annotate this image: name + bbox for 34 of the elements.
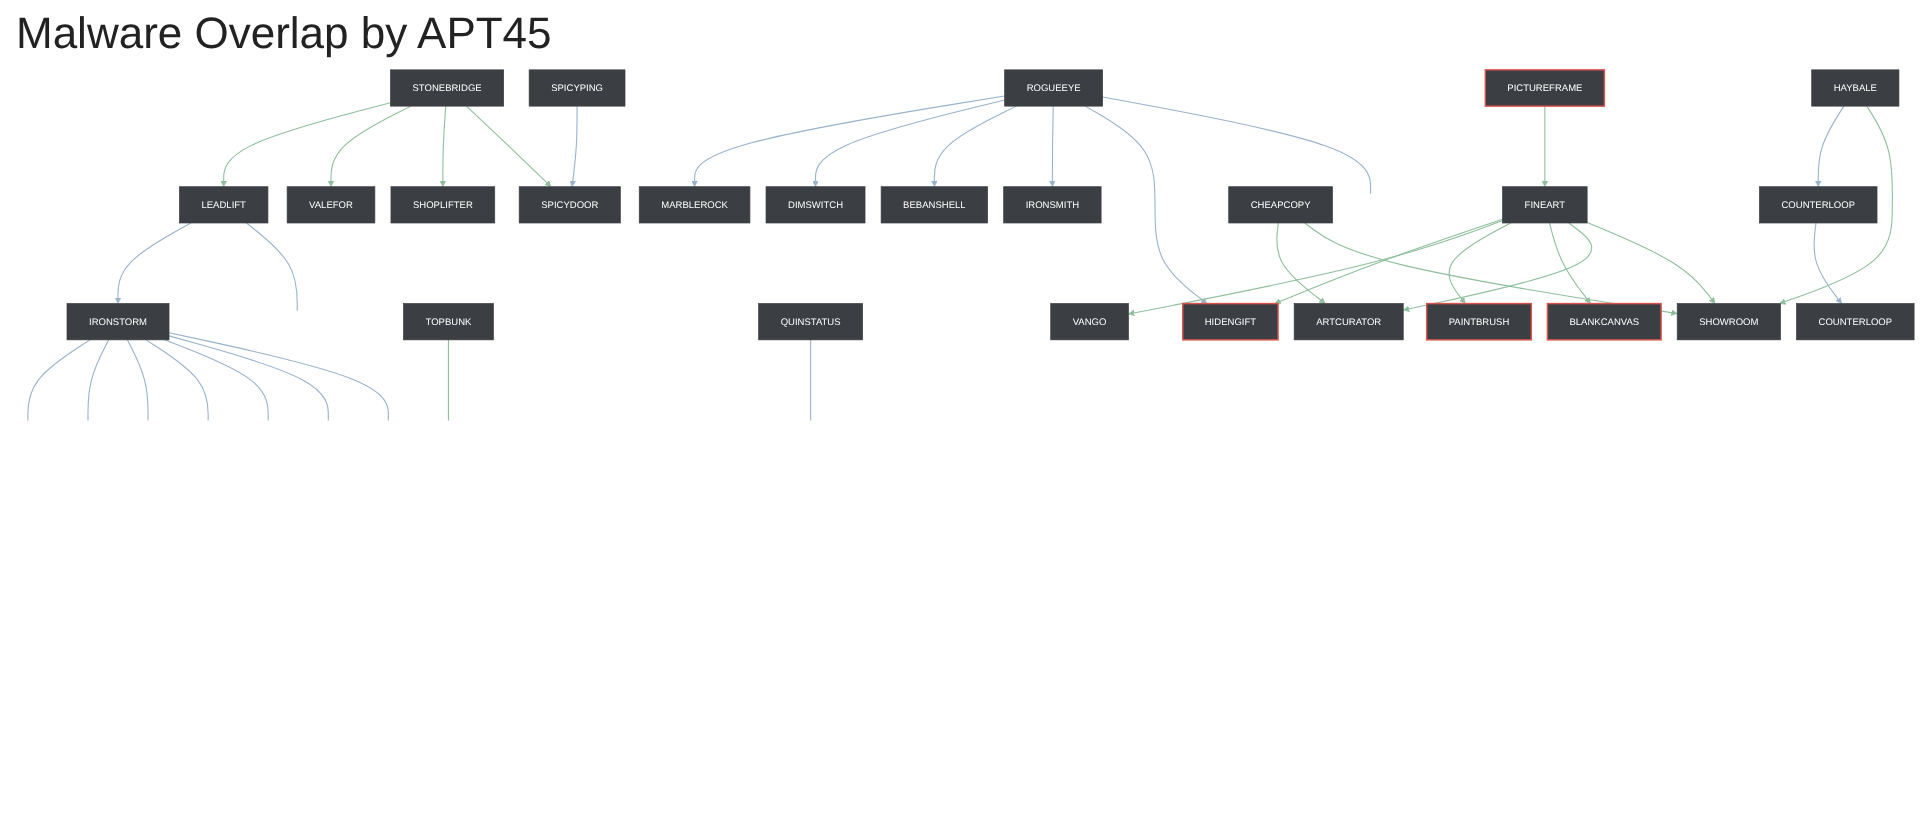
arrow [1541,105,1549,187]
arrow [812,99,1006,187]
arrow [1128,220,1504,317]
connector-line [87,339,110,421]
connector-line [447,339,449,421]
arrow [1276,222,1326,304]
connector-line [810,339,812,421]
connector-line [145,339,209,421]
arrow [1779,105,1893,305]
arrow [1049,105,1056,187]
connector-line [245,222,298,312]
arrow [1402,222,1593,312]
arrow [1586,222,1716,304]
arrow [1448,222,1512,304]
connector-line [27,339,91,421]
arrow [1815,105,1845,187]
arrow [931,105,1018,187]
connector-line [164,339,269,421]
connector-line [168,332,389,421]
arrow [1084,105,1208,304]
connector-line [1102,96,1372,195]
connector-line [126,339,149,421]
arrow [220,102,392,187]
arrow [327,105,412,187]
arrow [114,222,192,304]
arrow [439,105,447,187]
arrow [465,105,552,187]
connector-line [168,335,329,421]
diagram-title: Malware Overlap by APT45 [16,8,554,60]
arrow [1813,222,1842,304]
arrow [1548,222,1591,304]
arrow [691,95,1006,187]
arrow [1274,218,1504,305]
arrow [569,105,578,187]
